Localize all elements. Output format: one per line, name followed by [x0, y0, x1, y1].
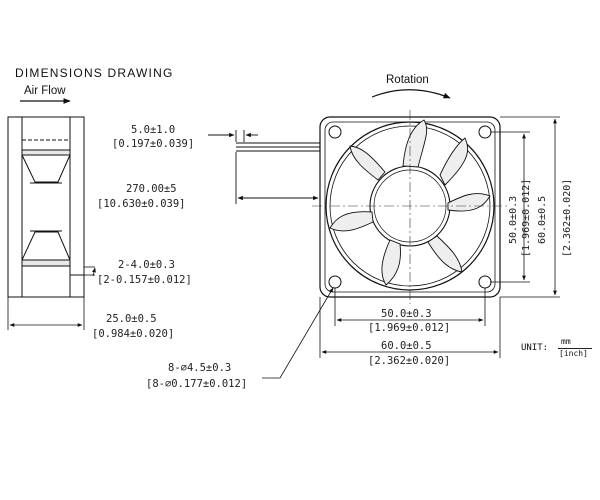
side-hole-inch: [2-0.157±0.012] — [97, 274, 192, 286]
air-flow-label: Air Flow — [24, 85, 66, 97]
unit-inch: [inch] — [559, 349, 588, 358]
side-hole-leader — [84, 266, 96, 277]
outer-width-inch: [2.362±0.020] — [368, 355, 451, 367]
front-width-dimensions — [319, 288, 501, 358]
center-lines — [312, 110, 508, 304]
unit-mm: mm — [561, 337, 571, 346]
hole-spacing-h-mm: 50.0±0.3 — [381, 308, 432, 320]
cable-strip-mm: 5.0±1.0 — [131, 124, 176, 136]
thickness-mm: 25.0±0.5 — [106, 313, 157, 325]
outer-height-inch: [2.362±0.020] — [562, 178, 573, 257]
cable-length-mm: 270.00±5 — [126, 183, 177, 195]
unit-prefix: UNIT: — [521, 343, 549, 353]
mount-hole-mm: 8-⌀4.5±0.3 — [168, 362, 232, 374]
front-height-dimensions — [490, 116, 560, 298]
unit-legend: UNIT: mm [inch] — [521, 337, 592, 358]
mount-hole-leader — [262, 287, 334, 379]
hole-spacing-v-mm: 50.0±0.3 — [508, 195, 519, 244]
unit-divider — [558, 348, 592, 349]
outer-height-mm: 60.0±0.5 — [537, 195, 548, 244]
fan-blades — [329, 119, 491, 286]
thickness-dimension — [7, 297, 85, 330]
rotation-arrow — [371, 89, 451, 99]
drawing-title: DIMENSIONS DRAWING — [15, 66, 174, 80]
cable-length-inch: [10.630±0.039] — [97, 198, 186, 210]
outer-width-mm: 60.0±0.5 — [381, 340, 432, 352]
cable-strip-inch: [0.197±0.039] — [112, 138, 195, 150]
cable — [208, 130, 320, 204]
fan-side-view — [7, 116, 85, 298]
side-hole-mm: 2-4.0±0.3 — [118, 259, 175, 271]
rotation-label: Rotation — [386, 74, 429, 86]
hole-spacing-v-inch: [1.969±0.012] — [521, 178, 532, 257]
hole-spacing-h-inch: [1.969±0.012] — [368, 322, 451, 334]
mount-hole-inch: [8-⌀0.177±0.012] — [146, 378, 248, 390]
thickness-inch: [0.984±0.020] — [92, 328, 175, 340]
